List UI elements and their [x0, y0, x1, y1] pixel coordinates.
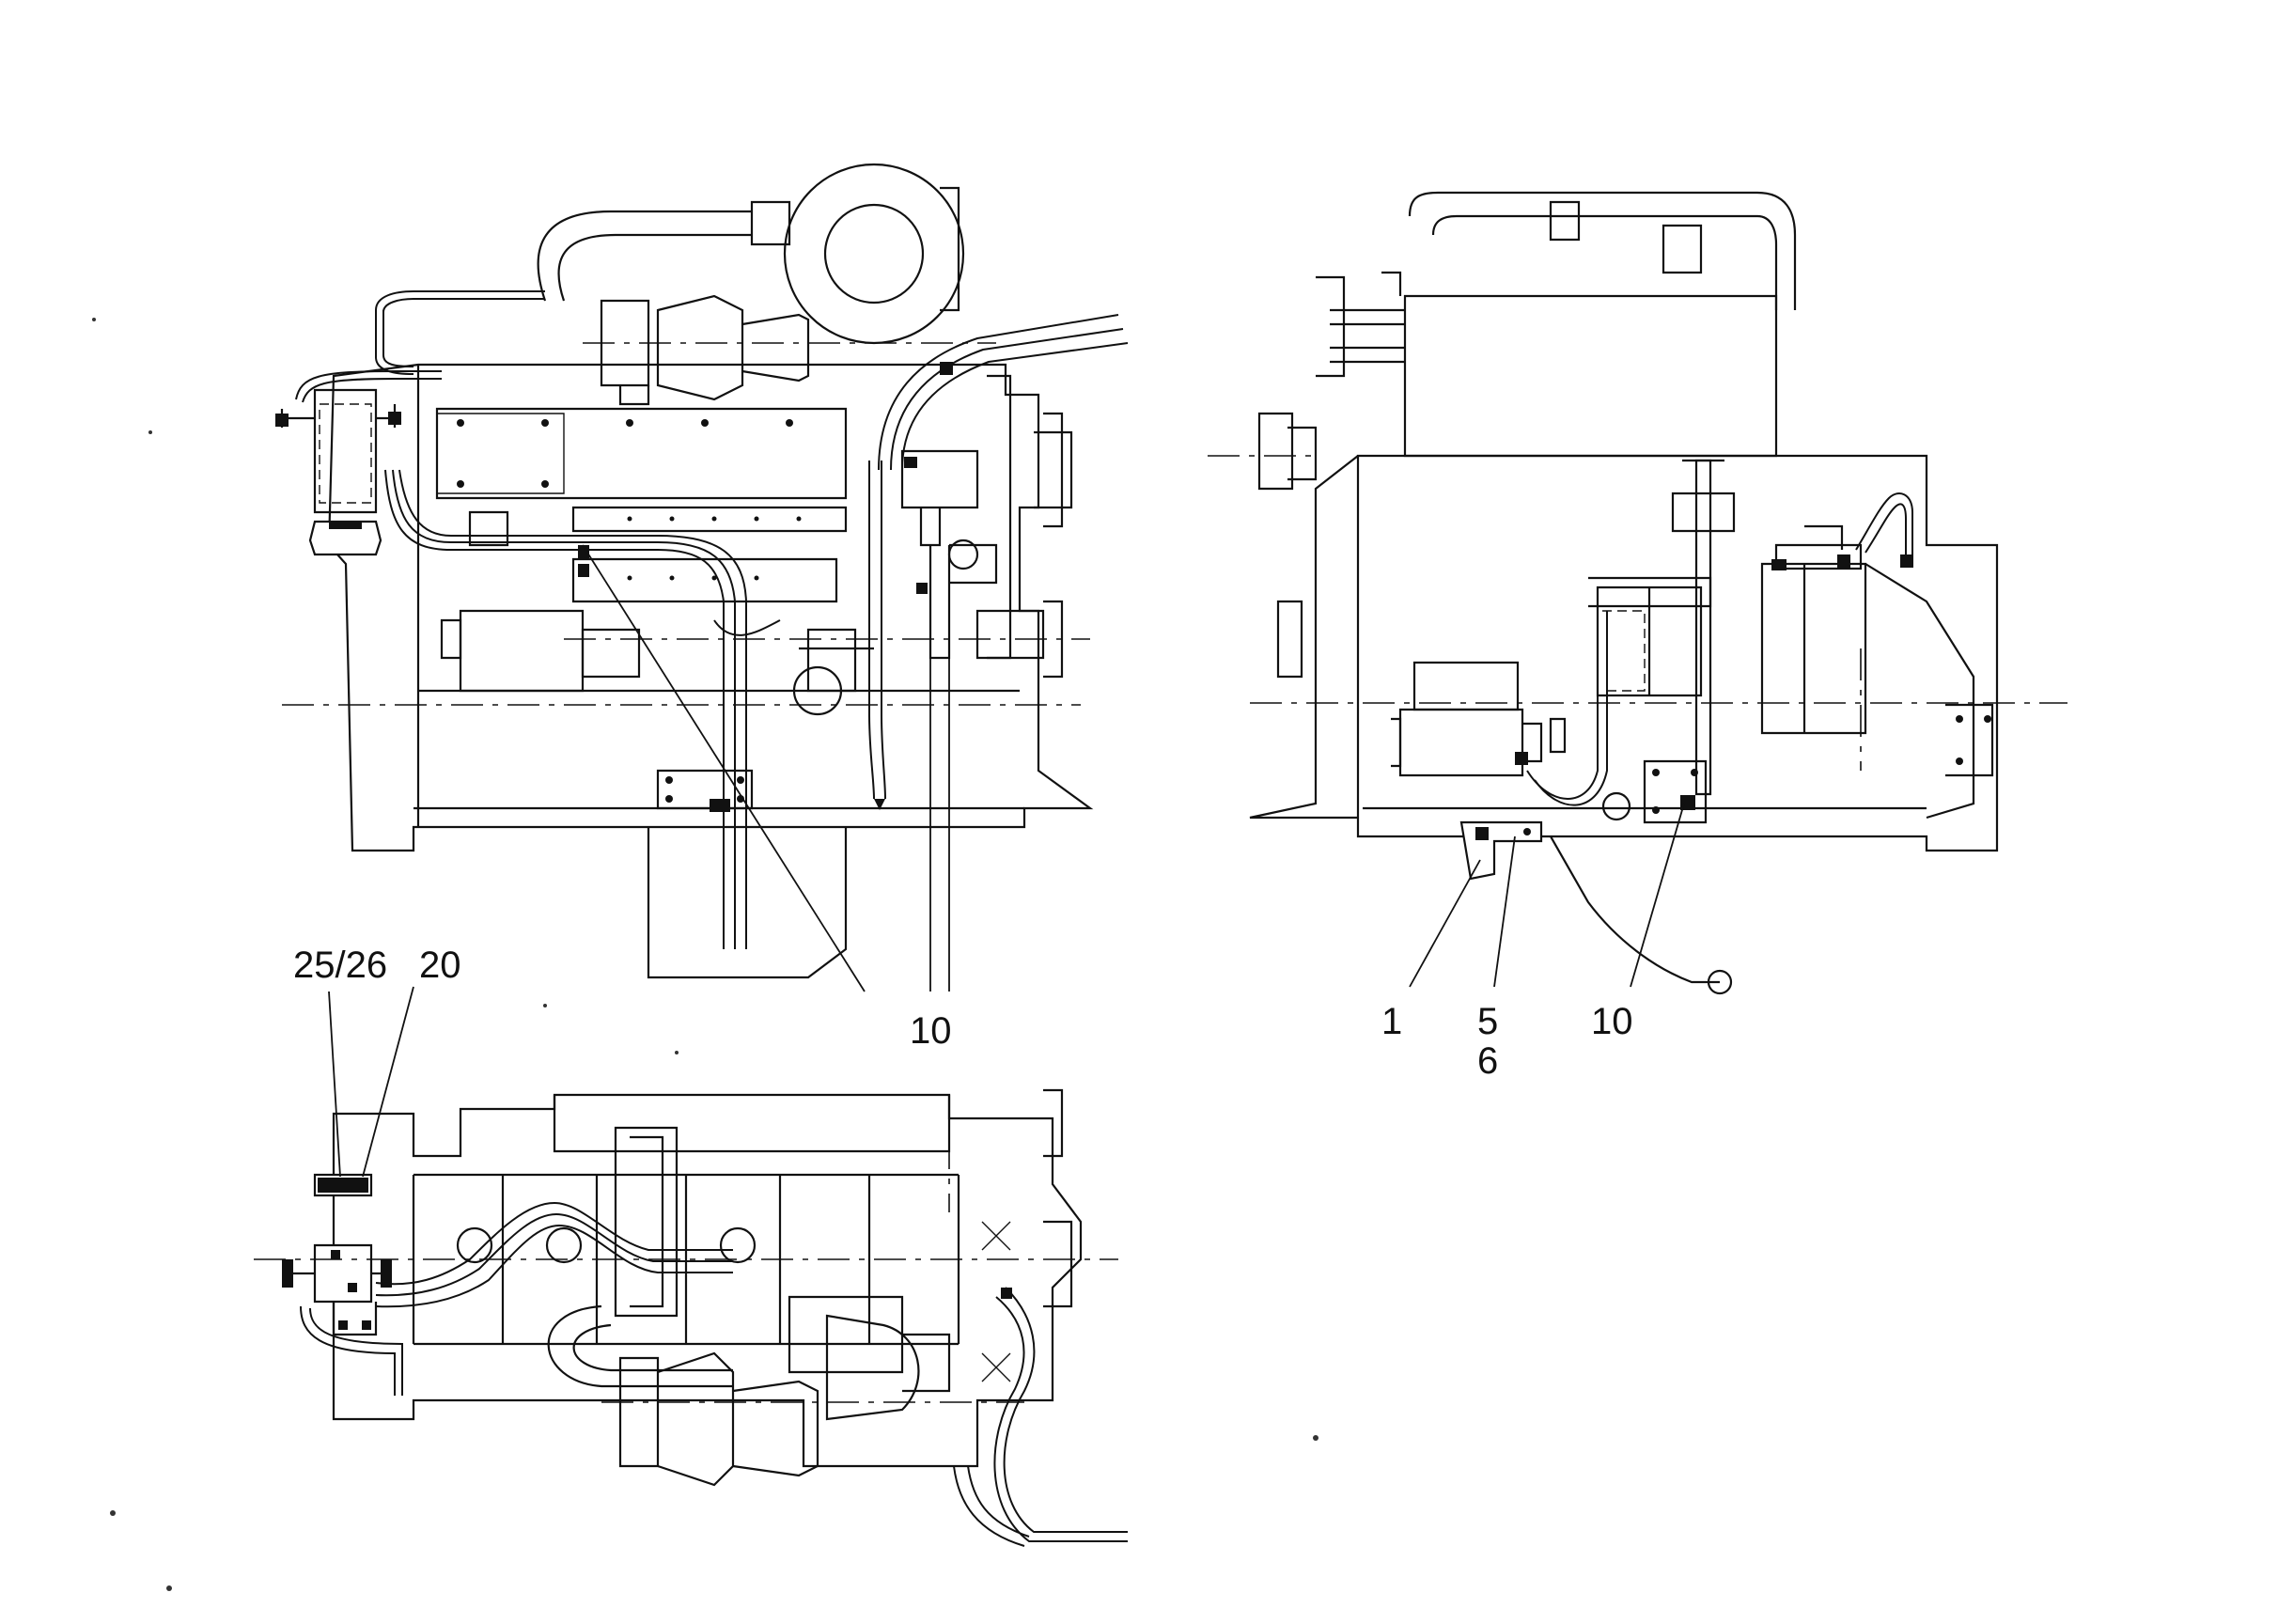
callout-10-left-view: 10: [910, 1010, 952, 1052]
scan-noise: [92, 318, 1318, 1591]
engine-top-view: 25/26 20: [254, 945, 1128, 1547]
callout-6-right-view: 6: [1477, 1040, 1498, 1082]
callout-10-right-view: 10: [1591, 1001, 1633, 1042]
callout-5-right-view: 5: [1477, 1001, 1498, 1042]
engine-left-side-view: 10: [275, 163, 1129, 1052]
callout-25-26-top-view: 25/26: [293, 945, 387, 986]
engine-right-side-view: 1 5 6 10: [1208, 191, 2067, 1082]
callout-20-top-view: 20: [419, 945, 461, 986]
callout-1-right-view: 1: [1381, 1001, 1402, 1042]
